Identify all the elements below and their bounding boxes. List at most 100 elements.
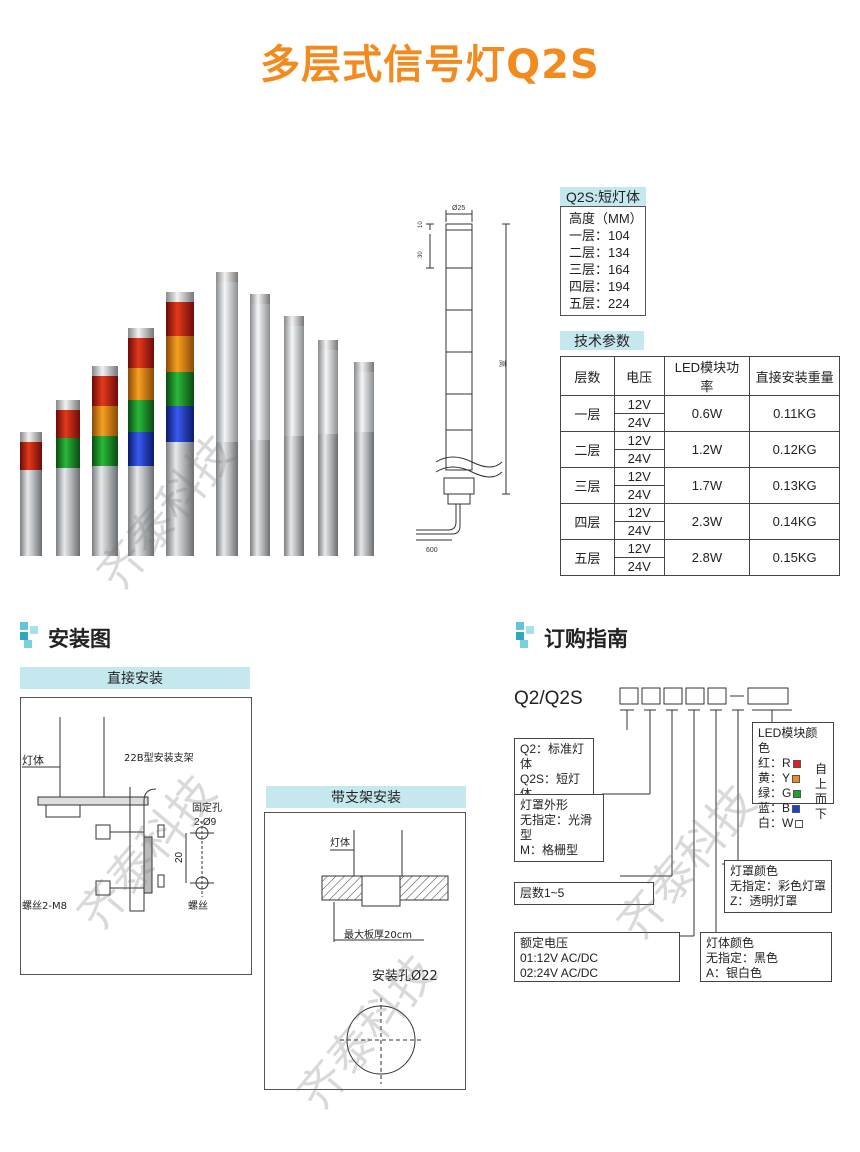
order-body-color-box: 灯体颜色 无指定：黑色 A：银白色 [700,932,832,982]
cover-shape-title: 灯罩外形 [520,798,569,812]
bracket-lamp-body: 灯体 [330,837,350,849]
mount-hole-label: 安装孔Ø22 [372,969,438,984]
dimension-drawing: Ø25 10 30 高 600 [416,205,510,554]
spec-box: 高度（MM） 一层：104 二层：134 三层：164 四层：194 五层：22… [560,206,646,316]
tech-layer: 一层 [560,395,615,432]
lamp-3-layer [92,366,118,556]
tech-header-row: 层数 电压 LED模块功率 直接安装重量 [560,356,840,396]
tech-weight: 0.15KG [749,539,840,576]
tech-table: 层数 电压 LED模块功率 直接安装重量 一层 12V 0.6W 0.11KG … [560,356,840,576]
voltage-title: 额定电压 [520,936,569,950]
led-blue-swatch [792,804,801,813]
order-heading: 订购指南 [544,627,628,651]
fix-hole-dia: 2-Ø9 [194,817,217,828]
order-led-color-box: LED模块颜色 红：R 黄：Y 绿：G 蓝：B 白：W 自 上 而 下 [752,722,834,830]
led-green-label: 绿：G [758,786,792,800]
led-row-red: 红：R [758,756,814,771]
spec-label: Q2S:短灯体 [560,187,646,206]
led-row-white: 白：W [758,816,814,831]
tech-v1: 12V [613,503,665,522]
tech-row: 24V [561,557,840,576]
max-plate-label: 最大板厚20cm [344,928,412,941]
led-red-label: 红：R [758,756,791,770]
dir-char-4: 下 [814,807,827,821]
tech-row: 24V [561,521,840,540]
tech-weight: 0.11KG [749,395,840,432]
tech-v1: 12V [613,467,665,486]
dim-dia: Ø25 [452,205,465,212]
fix-hole-label: 固定孔 [192,801,222,814]
lamp-1-layer [20,432,42,556]
lamp-clear-4 [250,294,270,556]
led-blue-label: 蓝：B [758,801,791,815]
tech-weight: 0.12KG [749,431,840,468]
bracket-install-panel [264,812,466,1090]
dim-cable: 600 [426,547,438,554]
tech-v2: 24V [613,449,665,468]
lamp-clear-3 [284,316,304,556]
led-row-yellow: 黄：Y [758,771,814,786]
order-connector-lines [602,709,792,937]
tech-weight: 0.13KG [749,467,840,504]
led-yellow-swatch [792,774,801,783]
bracket-name: 22B型安装支架 [124,751,194,764]
cover-color-default: 无指定：彩色灯罩 [730,879,827,893]
tech-h-power: LED模块功率 [663,356,751,396]
tech-layer: 四层 [560,503,615,540]
tech-layer: 二层 [560,431,615,468]
tech-row: 四层 12V 2.3W 0.14KG [560,503,840,540]
spec-height-title: 高度（MM） [569,211,643,226]
spec-row-5: 五层：224 [569,296,630,311]
order-model: Q2/Q2S [514,688,583,709]
screw-label: 螺丝 [188,900,208,912]
dim-10: 10 [418,221,424,228]
screw-m8-label: 螺丝2-M8 [22,900,67,912]
cover-color-z: Z：透明灯罩 [730,894,798,908]
lamp-clear-2 [318,340,338,556]
tech-layer: 五层 [560,539,615,576]
dim-20: 20 [174,851,185,863]
tech-v2: 24V [613,413,665,432]
cover-shape-m: M：格栅型 [520,843,578,857]
cover-color-title: 灯罩颜色 [730,864,779,878]
lamp-5-layer [166,292,194,556]
dim-height: 高 [498,360,507,367]
spec-row-1: 一层：104 [569,228,630,243]
lamp-4-layer [128,328,154,556]
order-direction: 自 上 而 下 [814,756,828,831]
led-row-blue: 蓝：B [758,801,814,816]
lamp-clear-1 [354,362,374,556]
tech-row: 三层 12V 1.7W 0.13KG [560,467,840,504]
tech-power: 0.6W [663,395,751,432]
tech-v2: 24V [613,521,665,540]
tech-power: 2.8W [663,539,751,576]
order-cover-color-box: 灯罩颜色 无指定：彩色灯罩 Z：透明灯罩 [724,860,832,913]
tech-row: 五层 12V 2.8W 0.15KG [560,539,840,576]
direct-install-label: 直接安装 [20,667,250,689]
tech-weight: 0.14KG [749,503,840,540]
body-color-a: A：银白色 [706,966,763,980]
voltage-24: 02:24V AC/DC [520,966,599,980]
tech-row: 24V [561,413,840,432]
tech-v2: 24V [613,557,665,576]
lamp-clear-5 [216,272,238,556]
dir-char-3: 而 [814,792,827,806]
tech-power: 1.7W [663,467,751,504]
tech-row: 一层 12V 0.6W 0.11KG [560,395,840,432]
dir-char-2: 上 [814,777,827,791]
body-color-default: 无指定：黑色 [706,951,779,965]
bracket-install-drawing: 灯体 最大板厚20cm 安装孔Ø22 [321,830,449,1084]
led-yellow-label: 黄：Y [758,771,791,785]
order-code-boxes [619,687,789,705]
body-color-title: 灯体颜色 [706,936,755,950]
direct-install-panel [20,697,252,975]
tech-v1: 12V [613,431,665,450]
spec-row-3: 三层：164 [569,262,630,277]
product-photo [20,272,374,556]
led-white-swatch [795,819,804,828]
order-voltage-box: 额定电压 01:12V AC/DC 02:24V AC/DC [514,932,680,982]
led-red-swatch [792,759,801,768]
order-cover-shape-box: 灯罩外形 无指定：光滑型 M：格栅型 [514,794,604,862]
led-green-swatch [793,789,802,798]
direct-install-drawing: 灯体 22B型安装支架 固定孔 2-Ø9 20 螺丝 螺丝2-M8 [22,717,222,912]
